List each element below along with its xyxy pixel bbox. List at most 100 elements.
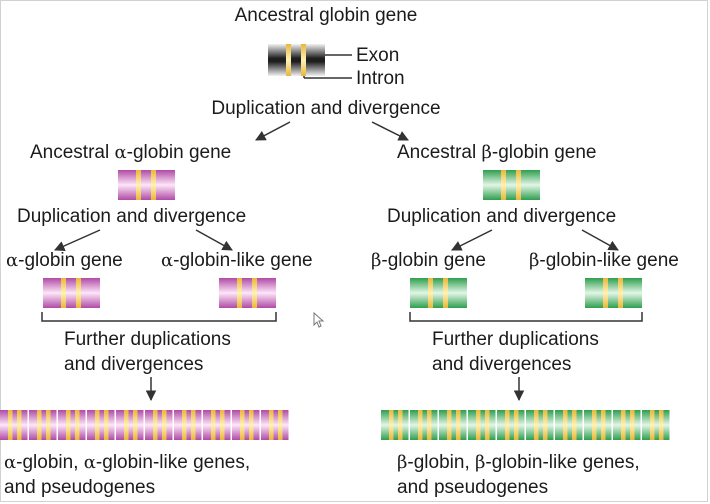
beta-gene-cluster-unit-10 — [642, 410, 670, 440]
arrow-to-alpha-like-gene — [195, 229, 233, 251]
beta-gene-cluster-unit-2-intron-2 — [427, 410, 432, 440]
beta-gene-cluster-unit-10-intron-2 — [659, 410, 664, 440]
beta-gene-cluster-unit-7-intron-1 — [563, 410, 568, 440]
alpha-globin-gene-box-intron-2 — [76, 278, 81, 308]
beta-gene-cluster-unit-5 — [497, 410, 525, 440]
beta-duplication-label: Duplication and divergence — [387, 206, 617, 227]
alpha-gene-cluster-unit-10-intron-2 — [278, 410, 283, 440]
alpha-further-duplications-label: Further duplications and divergences — [64, 329, 231, 375]
beta-gene-cluster-unit-9-intron-2 — [630, 410, 635, 440]
alpha-duplication-label: Duplication and divergence — [17, 206, 247, 227]
beta-ancestral-gene-box-intron-1 — [501, 170, 506, 200]
beta-gene-cluster-unit-6-intron-2 — [543, 410, 548, 440]
alpha-gene-cluster-unit-4-intron-2 — [104, 410, 109, 440]
alpha-gene-cluster-unit-10 — [261, 410, 289, 440]
alpha-gene-cluster-unit-8-intron-2 — [220, 410, 225, 440]
alpha-gene-cluster-unit-3 — [58, 410, 86, 440]
alpha-gene-cluster-unit-6-intron-1 — [153, 410, 158, 440]
beta-gene-cluster-unit-5-intron-1 — [505, 410, 510, 440]
arrow-to-alpha-ancestor — [255, 121, 291, 141]
beta-gene-cluster-unit-2 — [410, 410, 438, 440]
alpha-ancestral-gene-box-intron-2 — [151, 170, 156, 200]
alpha-gene-cluster-unit-5 — [116, 410, 144, 440]
gene-boxes — [0, 170, 670, 440]
beta-gene-cluster-unit-9 — [613, 410, 641, 440]
beta-globin-gene-box — [410, 278, 467, 308]
beta-gene-cluster-unit-9-intron-1 — [621, 410, 626, 440]
beta-gene-cluster-unit-8-intron-2 — [601, 410, 606, 440]
alpha-ancestral-label: Ancestral α-globin gene — [30, 142, 232, 163]
alpha-gene-cluster-unit-2-intron-2 — [46, 410, 51, 440]
beta-gene-cluster-unit-6-intron-1 — [534, 410, 539, 440]
alpha-gene-cluster-unit-2-intron-1 — [37, 410, 42, 440]
beta-globin-gene-label: β-globin gene — [371, 250, 486, 271]
beta-gene-cluster-unit-7 — [555, 410, 583, 440]
duplication-label-top: Duplication and divergence — [211, 98, 441, 119]
arrow-to-beta-like-gene — [581, 229, 619, 251]
alpha-gene-cluster-unit-10-intron-1 — [269, 410, 274, 440]
beta-globin-gene-box-intron-1 — [428, 278, 433, 308]
alpha-gene-cluster-unit-6 — [145, 410, 173, 440]
alpha-gene-cluster-unit-9-intron-2 — [249, 410, 254, 440]
alpha-gene-cluster-unit-4 — [87, 410, 115, 440]
beta-gene-cluster-unit-5-intron-2 — [514, 410, 519, 440]
alpha-globin-gene-box-intron-1 — [61, 278, 66, 308]
alpha-bracket — [41, 312, 277, 322]
beta-gene-cluster-unit-3 — [439, 410, 467, 440]
legend-exon-label: Exon — [356, 45, 400, 66]
alpha-gene-cluster-unit-8-intron-1 — [211, 410, 216, 440]
alpha-gene-cluster-unit-8 — [203, 410, 231, 440]
ancestral-gene-graphic — [268, 44, 352, 79]
alpha-gene-cluster-unit-1 — [0, 410, 28, 440]
alpha-gene-cluster-unit-6-intron-2 — [162, 410, 167, 440]
beta-bracket — [409, 312, 643, 322]
alpha-gene-cluster-unit-2 — [29, 410, 57, 440]
beta-globin-like-gene-box — [585, 278, 642, 308]
beta-gene-cluster-unit-10-intron-1 — [650, 410, 655, 440]
title-ancestral-globin-gene: Ancestral globin gene — [234, 5, 418, 26]
beta-ancestral-label: Ancestral β-globin gene — [397, 142, 597, 163]
beta-result-label: β-globin, β-globin-like genes, and pseud… — [397, 452, 640, 498]
alpha-gene-cluster-unit-7-intron-1 — [182, 410, 187, 440]
alpha-gene-cluster-unit-3-intron-1 — [66, 410, 71, 440]
alpha-gene-cluster-unit-5-intron-1 — [124, 410, 129, 440]
beta-gene-cluster-unit-3-intron-2 — [456, 410, 461, 440]
alpha-globin-like-gene-label: α-globin-like gene — [161, 250, 313, 271]
alpha-gene-cluster-unit-1-intron-2 — [17, 410, 22, 440]
beta-gene-cluster-unit-4 — [468, 410, 496, 440]
beta-gene-cluster-unit-1-intron-1 — [389, 410, 394, 440]
alpha-result-label: α-globin, α-globin-like genes, and pseud… — [4, 452, 251, 498]
beta-globin-gene-box-intron-2 — [443, 278, 448, 308]
alpha-globin-gene-label: α-globin gene — [6, 250, 123, 271]
beta-gene-cluster-unit-3-intron-1 — [447, 410, 452, 440]
beta-ancestral-gene-box — [483, 170, 540, 200]
alpha-gene-cluster-unit-3-intron-2 — [75, 410, 80, 440]
beta-ancestral-gene-box-intron-2 — [516, 170, 521, 200]
alpha-globin-like-gene-box — [219, 278, 276, 308]
beta-globin-like-gene-box-intron-1 — [603, 278, 608, 308]
arrow-to-beta-gene — [451, 229, 493, 251]
beta-gene-cluster-unit-8 — [584, 410, 612, 440]
alpha-globin-gene-box — [43, 278, 100, 308]
alpha-gene-cluster-unit-5-intron-2 — [133, 410, 138, 440]
beta-further-duplications-label: Further duplications and divergences — [432, 329, 599, 375]
beta-globin-like-gene-label: β-globin-like gene — [529, 250, 679, 271]
beta-globin-like-gene-box-intron-2 — [618, 278, 623, 308]
alpha-gene-cluster-unit-7-intron-2 — [191, 410, 196, 440]
arrow-to-alpha-gene — [54, 229, 101, 251]
arrow-to-beta-ancestor — [371, 121, 409, 141]
alpha-gene-cluster-unit-4-intron-1 — [95, 410, 100, 440]
beta-gene-cluster-unit-4-intron-1 — [476, 410, 481, 440]
legend-intron-label: Intron — [356, 68, 405, 89]
alpha-ancestral-gene-box — [118, 170, 175, 200]
alpha-globin-like-gene-box-intron-1 — [237, 278, 242, 308]
alpha-gene-cluster-unit-9 — [232, 410, 260, 440]
beta-gene-cluster-unit-6 — [526, 410, 554, 440]
alpha-gene-cluster-unit-9-intron-1 — [240, 410, 245, 440]
alpha-globin-like-gene-box-intron-2 — [252, 278, 257, 308]
beta-gene-cluster-unit-4-intron-2 — [485, 410, 490, 440]
mouse-pointer-icon — [313, 312, 325, 328]
beta-gene-cluster-unit-1 — [381, 410, 409, 440]
